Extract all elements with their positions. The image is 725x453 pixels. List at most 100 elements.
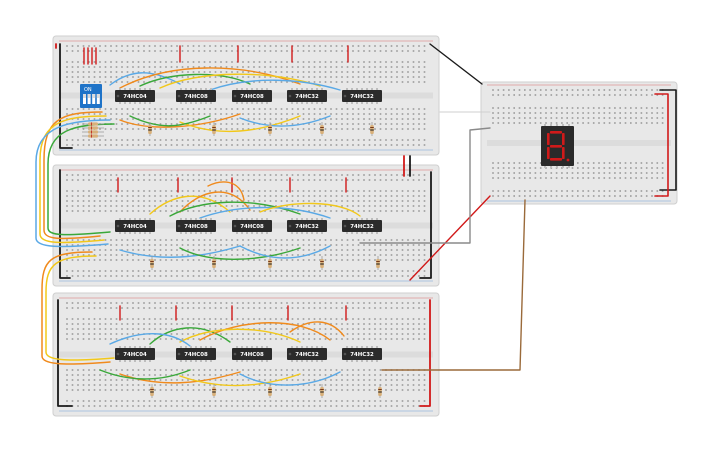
ic-chip-pin [291,360,293,362]
ic-chip-pin [180,232,182,234]
resistor-band [212,263,216,265]
resistor-band [370,129,374,131]
ic-chip-pin [144,346,146,348]
ic-chip-pin [251,218,253,220]
ic-chip-pin [139,360,141,362]
wire-signal [139,73,251,87]
ic-chip-pin [256,360,258,362]
ic-chip-pin [185,360,187,362]
ic-chip-pin [256,232,258,234]
resistor-body [88,122,98,126]
ic-chip-body [232,220,272,232]
resistor-band [268,263,272,265]
ic-chip-pin [311,360,313,362]
ic-chip: 74HC08 [176,218,216,234]
dip-switch-toggle[interactable] [87,94,91,104]
resistor-band [212,127,216,128]
ic-chip-pin [291,218,293,220]
ic-chip-pin [296,346,298,348]
ic-chip-pin [351,360,353,362]
resistor-band [91,122,92,126]
ic-chip-pin [180,88,182,90]
ic-chip-pin [246,218,248,220]
ic-chip-pin [261,218,263,220]
ic-chip-pin [195,346,197,348]
ic-chip-pin [261,360,263,362]
ic-chip-pin [149,102,151,104]
ic-chip-pin [119,360,121,362]
ic-chip-pin [236,218,238,220]
ic-chip-pin [361,88,363,90]
ic-chip-pin [376,88,378,90]
ic-chip: 74HC08 [232,88,272,104]
resistor-band [268,129,272,131]
ic-chip-notch [288,94,292,98]
ic-chip-pin [296,88,298,90]
wires-layer [35,43,677,407]
ic-chip-pin [316,102,318,104]
ic-chip-body [176,90,216,102]
ic-chip-pin [291,346,293,348]
dip-switch-lever [96,94,100,98]
ic-chip-pin [346,218,348,220]
ic-chip-pin [356,218,358,220]
ic-chip-pin [346,88,348,90]
ic-chip-label: 74HC08 [240,224,264,230]
resistor-band [150,263,154,265]
ic-chip-pin [316,88,318,90]
ic-chip-pin [306,346,308,348]
ic-chip-notch [343,94,347,98]
ic-chip-pin [306,218,308,220]
ic-chip-pin [241,346,243,348]
ic-chip-pin [210,218,212,220]
ic-chip-pin [361,360,363,362]
ic-chip-notch [177,224,181,228]
ic-chip: 74HC08 [232,218,272,234]
wire-signal [35,119,111,248]
ic-chip-pin [195,218,197,220]
ic-chip-pin [296,218,298,220]
dip-switch-toggle[interactable] [83,94,86,104]
ic-chip-pin [185,346,187,348]
ic-chip-label: 74HC32 [350,94,374,100]
wire-signal [109,333,191,347]
ic-chip-pin [200,232,202,234]
ic-chip-label: 74HC08 [184,94,208,100]
ic-chip-pin [291,102,293,104]
ic-chip-pin [236,346,238,348]
ic-chip-notch [116,352,120,356]
ic-chip-pin [149,346,151,348]
ic-chip: 74HC32 [287,218,327,234]
ic-chip-pin [361,346,363,348]
ic-chip: 74HC32 [342,218,382,234]
ic-chip-pin [356,102,358,104]
ic-chip-pin [291,232,293,234]
resistor [268,122,272,136]
ic-chip-notch [343,352,347,356]
ic-chip-body [342,220,382,232]
ic-chip-pin [266,232,268,234]
ic-chip-pin [149,88,151,90]
resistor-band [91,126,92,130]
ic-chip-pin [124,88,126,90]
ic-chip-notch [233,94,237,98]
dip-switch[interactable]: ON [80,84,102,108]
wire-signal [199,322,331,341]
resistor-band [378,389,382,390]
ic-chip-pin [311,88,313,90]
ic-chip-notch [233,224,237,228]
dip-switch-toggle[interactable] [92,94,96,104]
ic-chip-pin [301,232,303,234]
seven-segment-pin [544,166,546,168]
ic-chip-pin [190,218,192,220]
ic-chip-pin [366,346,368,348]
ic-chip-pin [190,102,192,104]
ic-chip-pin [366,232,368,234]
ic-chip-pin [241,88,243,90]
ic-chip-pin [366,102,368,104]
ic-chip-pin [356,346,358,348]
ic-chip-pin [210,232,212,234]
dip-switch-toggle[interactable] [96,94,100,104]
ic-chip-pin [190,360,192,362]
